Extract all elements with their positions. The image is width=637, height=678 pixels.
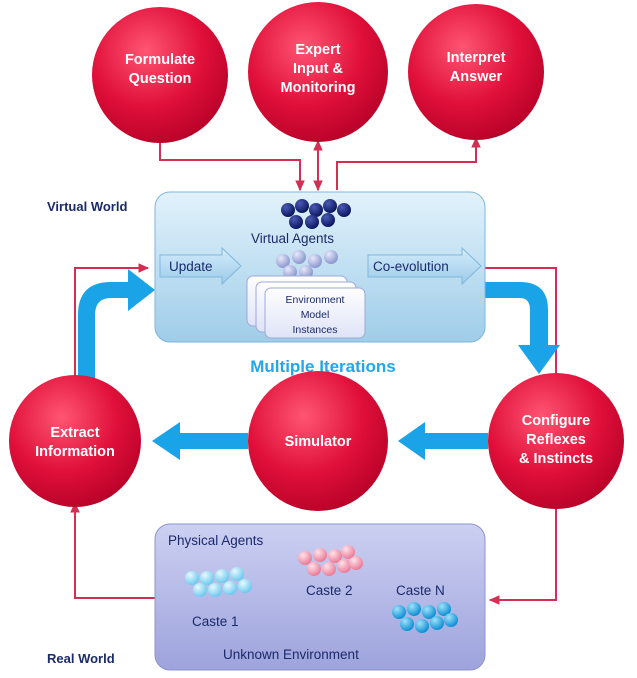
unknown-environment-label: Unknown Environment [223, 647, 359, 662]
connector-lines [70, 136, 561, 605]
node-simulator: Simulator [248, 371, 388, 511]
iteration-arrows [78, 269, 560, 460]
node-expert-line-2: Input & [293, 61, 343, 77]
virtual-world-box [154, 191, 486, 343]
arrow-virtual-coevolution-to-configure [484, 267, 561, 397]
caste-n-agents [392, 602, 458, 633]
node-interpret-answer: Interpret Answer [408, 4, 544, 140]
node-interpret-line-1: Interpret [447, 50, 506, 66]
node-simulator-line-1: Simulator [285, 434, 352, 450]
node-formulate-line-1: Formulate [125, 52, 195, 68]
caste-1-agents [185, 567, 252, 597]
env-instances-line-3: Instances [293, 324, 338, 336]
iteration-arrow-configure-to-simulator [398, 422, 488, 460]
node-extract-line-2: Information [35, 444, 115, 460]
update-arrow: Update [159, 246, 242, 286]
caste-n-label: Caste N [396, 583, 445, 598]
node-formulate-question: Formulate Question [92, 7, 228, 143]
physical-agents-label: Physical Agents [168, 533, 264, 548]
virtual-agents-label: Virtual Agents [251, 231, 334, 246]
coevolution-label: Co-evolution [373, 259, 449, 274]
virtual-world-panel: Virtual Agents Update Co-evolution Envir… [154, 191, 486, 343]
caste-2-label: Caste 2 [306, 583, 353, 598]
node-configure-line-3: & Instincts [519, 451, 593, 467]
env-instances-line-1: Environment [286, 294, 345, 306]
caste-2-agents [298, 545, 363, 576]
arrow-virtual-to-interpret [336, 136, 481, 190]
virtual-world-label: Virtual World [47, 199, 127, 214]
update-label: Update [169, 259, 213, 274]
real-world-panel: Physical Agents Caste 1 Caste 2 Caste N … [154, 523, 486, 671]
node-configure-line-1: Configure [522, 413, 590, 429]
coevolution-arrow: Co-evolution [367, 246, 482, 286]
node-interpret-line-2: Answer [450, 69, 503, 85]
node-extract-line-1: Extract [50, 425, 99, 441]
iteration-arrow-left-up [78, 269, 155, 381]
arrow-configure-to-real [488, 500, 557, 605]
node-configure-reflexes: Configure Reflexes & Instincts [488, 373, 624, 509]
arrow-extract-to-virtual-update [74, 263, 150, 415]
real-world-box [154, 523, 486, 671]
node-extract-information: Extract Information [9, 375, 141, 507]
iteration-arrow-simulator-to-extract [152, 422, 248, 460]
arrow-real-to-extract [70, 501, 155, 599]
virtual-agents-dark [281, 199, 351, 229]
node-formulate-line-2: Question [129, 71, 192, 87]
node-expert-input: Expert Input & Monitoring [248, 2, 388, 142]
caste-1-label: Caste 1 [192, 614, 239, 629]
multiple-iterations-label: Multiple Iterations [250, 357, 395, 376]
environment-model-instances: Environment Model Instances [246, 275, 366, 339]
node-expert-line-1: Expert [295, 42, 340, 58]
env-instances-line-2: Model [301, 309, 330, 321]
iteration-arrow-right-down [484, 282, 560, 374]
real-world-label: Real World [47, 651, 115, 666]
arrow-formulate-to-virtual [159, 140, 305, 192]
node-expert-line-3: Monitoring [281, 80, 356, 96]
node-configure-line-2: Reflexes [526, 432, 586, 448]
